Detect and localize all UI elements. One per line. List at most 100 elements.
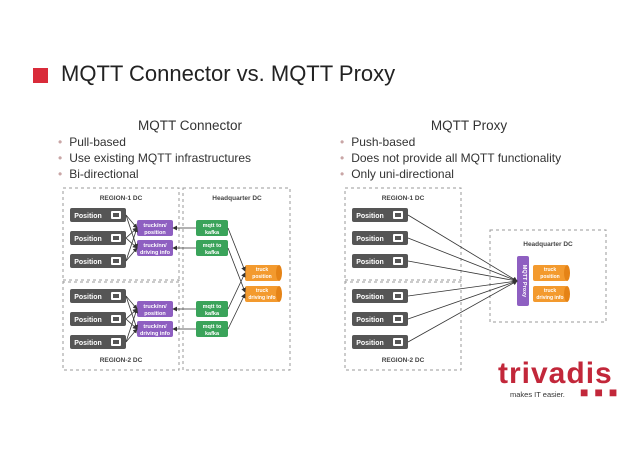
proxy-region2-label: REGION-2 DC — [382, 357, 425, 364]
position-label: Position — [74, 236, 102, 243]
proxy-edge-push — [407, 214, 518, 282]
logo-tagline: makes IT easier. — [510, 390, 565, 399]
proxy-position-1: Position — [352, 208, 408, 222]
title-accent-square — [33, 68, 48, 83]
position-label: Position — [74, 340, 102, 347]
bullet-item: •Use existing MQTT infrastructures — [58, 151, 252, 165]
position-label: Position — [356, 213, 384, 220]
connector-mqtt-to-kafka-2 — [196, 240, 228, 256]
proxy-kafka-driving-line1: truck — [544, 288, 556, 294]
proxy-position-5: Position — [352, 312, 408, 326]
connector-edge-pos-driving — [125, 318, 138, 330]
connector-kafka-driving-line1: truck — [256, 288, 268, 294]
connector-mqtt-to-kafka-1 — [196, 220, 228, 236]
connector-topic-position-1-line1: truck/nn/ — [143, 223, 167, 229]
connector-mqtt-to-kafka-3-line1: mqtt to — [203, 304, 222, 310]
connector-edge-pos-driving — [125, 247, 138, 262]
proxy-kafka-position-line2: position — [540, 274, 559, 280]
proxy-edge-push — [407, 237, 518, 282]
connector-position-5: Position — [70, 312, 126, 326]
connector-hq-box — [182, 187, 291, 371]
connector-edge-pos-topic — [125, 295, 138, 310]
connector-topic-driving-1-line1: truck/nn/ — [143, 243, 167, 249]
connector-edge-to-kafka — [227, 272, 246, 310]
connector-topic-position-2-line1: truck/nn/ — [143, 304, 167, 310]
proxy-position-2: Position — [352, 231, 408, 245]
proxy-position-3: Position — [352, 254, 408, 268]
connector-edge-pos-topic — [125, 227, 139, 262]
connector-region2-label: REGION-2 DC — [100, 357, 143, 364]
connector-topic-position-2-line2: position — [144, 311, 166, 317]
connector-mqtt-to-kafka-3 — [196, 301, 228, 317]
proxy-kafka-position — [533, 265, 567, 281]
connector-topic-driving-2-line1: truck/nn/ — [143, 324, 167, 330]
connector-mqtt-to-kafka-2-line1: mqtt to — [203, 243, 222, 249]
position-label: Position — [74, 259, 102, 266]
bullet-item: •Push-based — [340, 135, 416, 149]
position-label: Position — [74, 294, 102, 301]
connector-region2-box — [62, 279, 180, 371]
proxy-kafka-position-line1: truck — [544, 267, 556, 273]
bullet-item: •Bi-directional — [58, 167, 139, 181]
connector-region1-box — [62, 187, 180, 283]
proxy-position-4: Position — [352, 289, 408, 303]
connector-edge-to-kafka — [227, 293, 246, 330]
proxy-edge-push — [407, 280, 518, 320]
position-label: Position — [74, 317, 102, 324]
proxy-region2-box — [344, 279, 462, 371]
connector-kafka-position — [245, 265, 279, 281]
proxy-region1-box — [344, 187, 462, 283]
proxy-edge-push — [407, 279, 518, 297]
proxy-label: MQTT Proxy — [521, 265, 527, 298]
proxy-edge-push — [407, 280, 518, 343]
position-label: Position — [356, 294, 384, 301]
connector-edge-to-kafka — [227, 227, 246, 272]
logo-wordmark: trivadis — [498, 357, 613, 390]
proxy-hq-label: Headquarter DC — [523, 241, 573, 248]
connector-mqtt-to-kafka-4-line1: mqtt to — [203, 324, 222, 330]
proxy-position-6: Position — [352, 335, 408, 349]
position-label: Position — [356, 259, 384, 266]
connector-topic-position-1-line2: position — [144, 230, 166, 236]
connector-heading: MQTT Connector — [137, 118, 243, 133]
connector-topic-position-1 — [137, 220, 173, 236]
connector-position-4: Position — [70, 289, 126, 303]
connector-position-6: Position — [70, 335, 126, 349]
connector-mqtt-to-kafka-1-line2: kafka — [205, 230, 220, 236]
bullet-item: •Does not provide all MQTT functionality — [340, 151, 562, 165]
connector-position-1: Position — [70, 208, 126, 222]
proxy-region1-label: REGION-1 DC — [382, 195, 425, 202]
connector-bullets: •Pull-based •Use existing MQTT infrastru… — [58, 134, 251, 182]
connector-mqtt-to-kafka-1-line1: mqtt to — [203, 223, 222, 229]
connector-kafka-position-line2: position — [252, 274, 271, 280]
position-label: Position — [356, 236, 384, 243]
connector-topic-driving-1 — [137, 240, 173, 256]
connector-position-2: Position — [70, 231, 126, 245]
connector-kafka-driving-line2: driving info — [248, 295, 275, 301]
connector-kafka-position-line1: truck — [256, 267, 268, 273]
connector-kafka-driving — [245, 286, 279, 302]
connector-region1-label: REGION-1 DC — [100, 195, 143, 202]
proxy-heading: MQTT Proxy — [430, 118, 508, 133]
connector-topic-driving-1-line2: driving info — [140, 250, 171, 256]
proxy-box — [517, 256, 529, 306]
connector-edge-pos-driving — [125, 295, 139, 330]
bullet-item: •Pull-based — [58, 135, 126, 149]
logo-dots: ■■■ — [580, 384, 624, 400]
connector-edge-pos-topic — [125, 214, 138, 229]
position-label: Position — [356, 340, 384, 347]
proxy-edge-push — [407, 260, 518, 283]
connector-mqtt-to-kafka-2-line2: kafka — [205, 250, 220, 256]
proxy-kafka-driving — [533, 286, 567, 302]
position-label: Position — [74, 213, 102, 220]
connector-mqtt-to-kafka-3-line2: kafka — [205, 311, 220, 317]
proxy-hq-box — [489, 229, 607, 323]
connector-hq-label: Headquarter DC — [212, 195, 262, 202]
connector-edge-to-kafka — [227, 247, 246, 293]
page-title: MQTT Connector vs. MQTT Proxy — [61, 61, 396, 86]
proxy-kafka-driving-line2: driving info — [536, 295, 563, 301]
connector-topic-driving-2 — [137, 321, 173, 337]
connector-topic-position-2 — [137, 301, 173, 317]
connector-edge-pos-driving — [125, 328, 138, 343]
